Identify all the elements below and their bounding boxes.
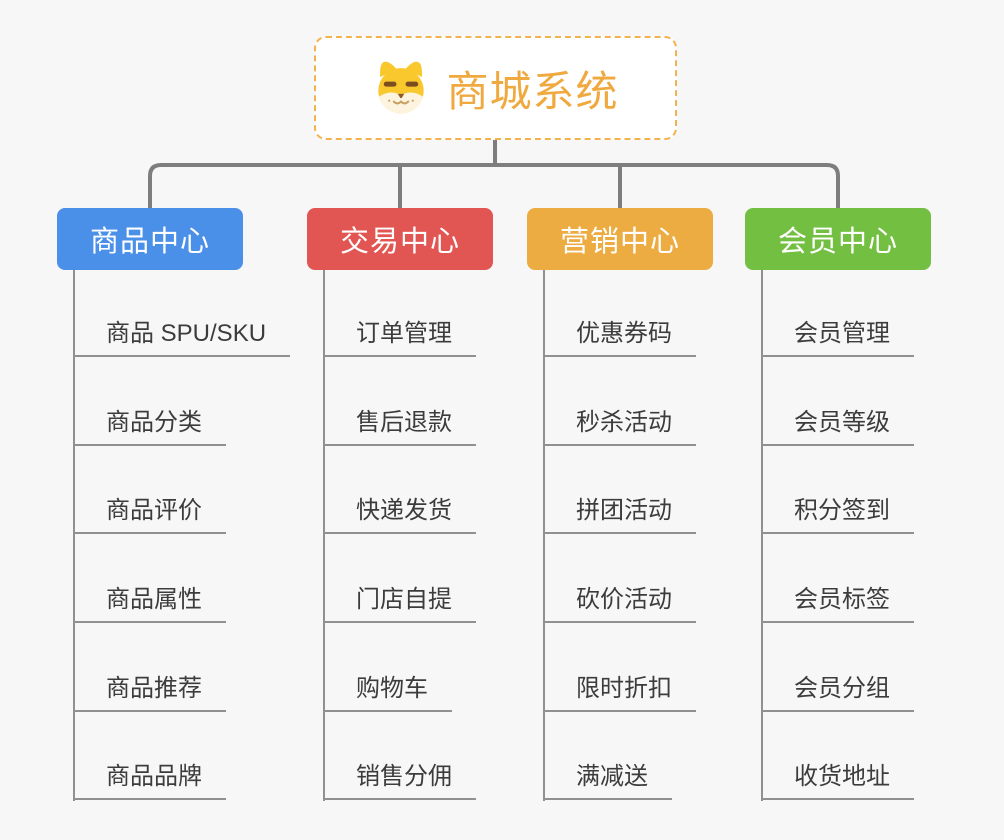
leaf-topic-label: 会员管理	[794, 320, 890, 347]
leaf-topic-label: 商品属性	[106, 586, 202, 613]
branch-topic-label: 营销中心	[559, 226, 680, 258]
leaf-topic-node[interactable]: 秒杀活动	[543, 409, 696, 446]
leaf-topic-label: 收货地址	[794, 763, 890, 790]
leaf-topic-label: 商品分类	[106, 409, 202, 436]
leaf-topic-node[interactable]: 限时折扣	[543, 675, 696, 712]
leaf-topic-label: 拼团活动	[576, 497, 672, 524]
branch-trunk-line	[761, 270, 763, 801]
leaf-topic-node[interactable]: 购物车	[323, 675, 452, 712]
leaf-topic-node[interactable]: 会员管理	[761, 320, 914, 357]
branch-topic-node[interactable]: 商品中心	[57, 208, 243, 270]
leaf-topic-label: 限时折扣	[576, 675, 672, 702]
branch-trunk-line	[323, 270, 325, 801]
leaf-topic-node[interactable]: 门店自提	[323, 586, 476, 623]
leaf-topic-label: 销售分佣	[356, 763, 452, 790]
leaf-topic-label: 积分签到	[794, 497, 890, 524]
leaf-topic-node[interactable]: 商品品牌	[73, 763, 226, 800]
leaf-topic-node[interactable]: 商品 SPU/SKU	[73, 320, 291, 357]
leaf-topic-label: 满减送	[576, 763, 648, 790]
branch-topic-node[interactable]: 营销中心	[527, 208, 713, 270]
leaf-topic-node[interactable]: 砍价活动	[543, 586, 696, 623]
leaf-topic-node[interactable]: 订单管理	[323, 320, 476, 357]
leaf-topic-node[interactable]: 收货地址	[761, 763, 914, 800]
leaf-topic-label: 购物车	[356, 675, 428, 702]
leaf-topic-node[interactable]: 拼团活动	[543, 497, 696, 534]
leaf-topic-node[interactable]: 满减送	[543, 763, 672, 800]
leaf-topic-label: 秒杀活动	[576, 409, 672, 436]
leaf-topic-label: 会员分组	[794, 675, 890, 702]
leaf-topic-label: 商品推荐	[106, 675, 202, 702]
dog-face-icon	[372, 59, 430, 117]
branch-topic-label: 商品中心	[89, 226, 210, 258]
leaf-topic-node[interactable]: 商品评价	[73, 497, 226, 534]
branch-trunk-line	[543, 270, 545, 801]
leaf-topic-node[interactable]: 会员等级	[761, 409, 914, 446]
leaf-topic-label: 会员等级	[794, 409, 890, 436]
leaf-topic-node[interactable]: 商品属性	[73, 586, 226, 623]
leaf-topic-node[interactable]: 商品分类	[73, 409, 226, 446]
leaf-topic-node[interactable]: 销售分佣	[323, 763, 476, 800]
leaf-topic-label: 会员标签	[794, 586, 890, 613]
leaf-topic-node[interactable]: 会员标签	[761, 586, 914, 623]
leaf-topic-label: 商品评价	[106, 497, 202, 524]
leaf-topic-label: 订单管理	[356, 320, 452, 347]
root-topic-title: 商城系统	[446, 67, 619, 115]
leaf-topic-node[interactable]: 积分签到	[761, 497, 914, 534]
leaf-topic-node[interactable]: 商品推荐	[73, 675, 226, 712]
leaf-topic-label: 商品 SPU/SKU	[106, 320, 267, 347]
leaf-topic-node[interactable]: 快递发货	[323, 497, 476, 534]
leaf-topic-label: 优惠券码	[576, 320, 672, 347]
branch-topic-node[interactable]: 会员中心	[745, 208, 931, 270]
leaf-topic-node[interactable]: 优惠券码	[543, 320, 696, 357]
leaf-topic-label: 砍价活动	[576, 586, 672, 613]
branch-topic-label: 会员中心	[777, 226, 898, 258]
leaf-topic-label: 快递发货	[356, 497, 452, 524]
leaf-topic-label: 商品品牌	[106, 763, 202, 790]
root-topic-node[interactable]: 商城系统	[314, 36, 677, 140]
leaf-topic-label: 门店自提	[356, 586, 452, 613]
leaf-topic-node[interactable]: 会员分组	[761, 675, 914, 712]
branch-topic-label: 交易中心	[339, 226, 460, 258]
leaf-topic-label: 售后退款	[356, 409, 452, 436]
branch-topic-node[interactable]: 交易中心	[307, 208, 493, 270]
branch-trunk-line	[73, 270, 75, 801]
leaf-topic-node[interactable]: 售后退款	[323, 409, 476, 446]
